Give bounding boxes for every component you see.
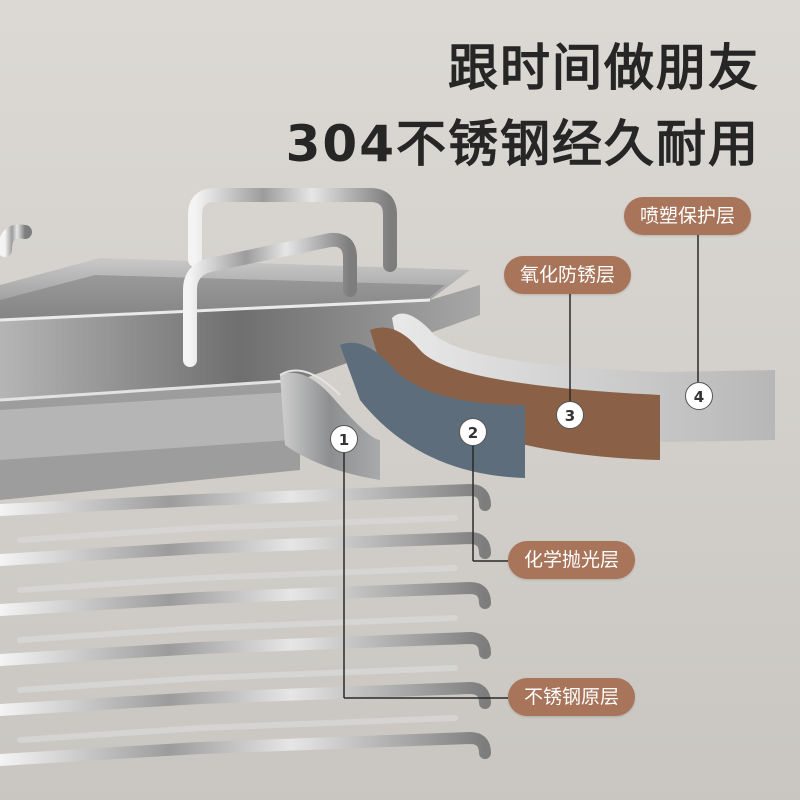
callout-lines (343, 235, 699, 699)
layer-2-label: 化学抛光层 (508, 541, 636, 579)
layer-4-number-badge: 4 (685, 382, 713, 410)
layer-1-number-badge: 1 (330, 425, 358, 453)
layer-4-label: 喷塑保护层 (624, 197, 752, 235)
layer-1-label: 不锈钢原层 (508, 678, 636, 716)
tray (0, 258, 480, 500)
layer-3-label: 氧化防锈层 (504, 256, 632, 294)
headline-line-2: 304不锈钢经久耐用 (285, 115, 760, 173)
headline-line-1: 跟时间做朋友 (448, 39, 760, 97)
wire-basket (0, 374, 491, 800)
layer-2-number-badge: 2 (459, 418, 487, 446)
handle (0, 188, 397, 367)
layer-3-number-badge: 3 (556, 401, 584, 429)
